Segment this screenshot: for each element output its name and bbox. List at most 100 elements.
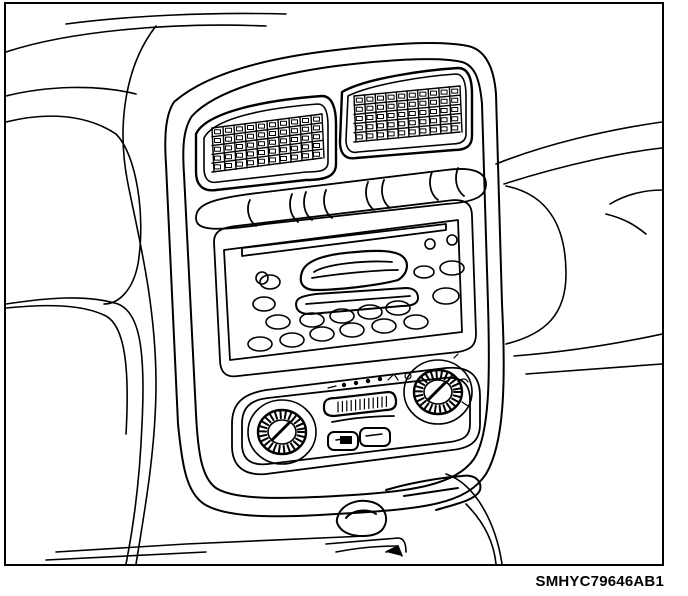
knob-grip (416, 397, 425, 403)
vent-cell (387, 94, 395, 100)
vent-slat (385, 92, 389, 140)
vent-cell (214, 146, 221, 152)
vent-cell (387, 103, 395, 109)
radio-button (446, 234, 458, 246)
vent-cell (247, 142, 254, 148)
vent-slat (363, 94, 368, 142)
vent-cell (302, 135, 309, 141)
vent-cell (440, 126, 448, 132)
knob-grip (446, 374, 454, 382)
temperature-knob-icon (403, 359, 473, 425)
vent-cell (225, 136, 232, 142)
knob-grip (429, 371, 435, 380)
knob-grip (295, 422, 305, 428)
climate-control-panel (231, 353, 481, 476)
radio-button (255, 271, 269, 285)
knob-grip (449, 378, 458, 385)
knob-grip (289, 442, 296, 451)
illustration-frame (4, 2, 664, 566)
knob-bezel (247, 399, 317, 465)
vent-cell (280, 138, 287, 144)
vent-slat (299, 116, 303, 162)
radio-cassette-unit (213, 199, 477, 378)
vent-cell (355, 116, 363, 121)
vent-cell (430, 99, 437, 105)
radio-button (403, 314, 429, 330)
vent-cell (291, 128, 298, 134)
mode-scale-marks (327, 353, 469, 407)
radio-button (339, 322, 365, 338)
rear-defrost-button-icon (327, 427, 391, 451)
vent-cell (366, 133, 374, 139)
console-bezel (164, 42, 505, 518)
radio-button (424, 238, 436, 250)
radio-button (279, 332, 305, 348)
vent-cell (451, 97, 459, 103)
vent-slat (416, 89, 421, 137)
hazard-button-strip (195, 167, 487, 230)
vent-cell (366, 96, 374, 102)
vent-slat (406, 90, 410, 138)
knob-grip (293, 418, 302, 425)
vent-cell (398, 93, 406, 99)
vent-cell (236, 161, 243, 167)
knob-grip (264, 416, 272, 424)
vent-slat (353, 103, 461, 116)
radio-button (309, 326, 335, 342)
vent-cell (269, 122, 276, 128)
vent-slat (211, 157, 323, 173)
knob-grip (283, 410, 287, 420)
vent-cell (355, 125, 363, 131)
knob-grip (296, 427, 306, 431)
vent-cell (247, 125, 254, 130)
knob-grip (296, 434, 306, 439)
knob-grip (290, 414, 298, 422)
lower-compartment (325, 537, 407, 557)
vent-cell (398, 112, 406, 117)
vent-cell (377, 104, 384, 110)
vent-cell (419, 119, 427, 125)
vent-slat (353, 85, 461, 97)
radio-button (252, 296, 276, 312)
vent-slat (211, 148, 323, 164)
vent-cell (377, 95, 384, 101)
vent-cell (247, 160, 254, 166)
vent-cell (408, 101, 416, 107)
vent-cell (366, 124, 374, 130)
vent-cell (408, 92, 416, 98)
knob-grip (277, 444, 281, 454)
vent-cell (302, 144, 309, 150)
knob-grip (268, 413, 275, 422)
vent-slat (353, 122, 461, 134)
knob-grip (419, 399, 427, 407)
vent-slat (288, 117, 292, 163)
radio-button (299, 312, 325, 328)
vent-cell (258, 141, 265, 147)
vent-cell (430, 109, 437, 114)
knob-grip (414, 393, 424, 398)
knob-grip (261, 420, 270, 426)
vent-slat (244, 123, 248, 169)
vent-slat (459, 85, 463, 133)
radio-button (439, 260, 465, 276)
vent-cell (214, 155, 221, 161)
knob-bezel (403, 359, 473, 425)
vent-cell (313, 116, 320, 122)
radio-button (385, 300, 411, 316)
vent-cell (430, 127, 437, 133)
knob-grip (273, 411, 279, 420)
vent-cell (291, 119, 298, 125)
vent-cell (258, 132, 265, 138)
vent-cell (269, 139, 276, 145)
vent-cell (258, 158, 265, 164)
knob-grip (272, 443, 278, 453)
vent-cell (280, 120, 287, 126)
vent-cell (430, 118, 437, 124)
fan-speed-knob-icon (247, 399, 317, 465)
vent-slat (353, 95, 357, 143)
vent-cell (377, 132, 384, 138)
vent-cell (225, 154, 232, 160)
knob-grip (452, 387, 462, 391)
knob-grip (263, 439, 271, 447)
vent-cell (451, 125, 459, 131)
